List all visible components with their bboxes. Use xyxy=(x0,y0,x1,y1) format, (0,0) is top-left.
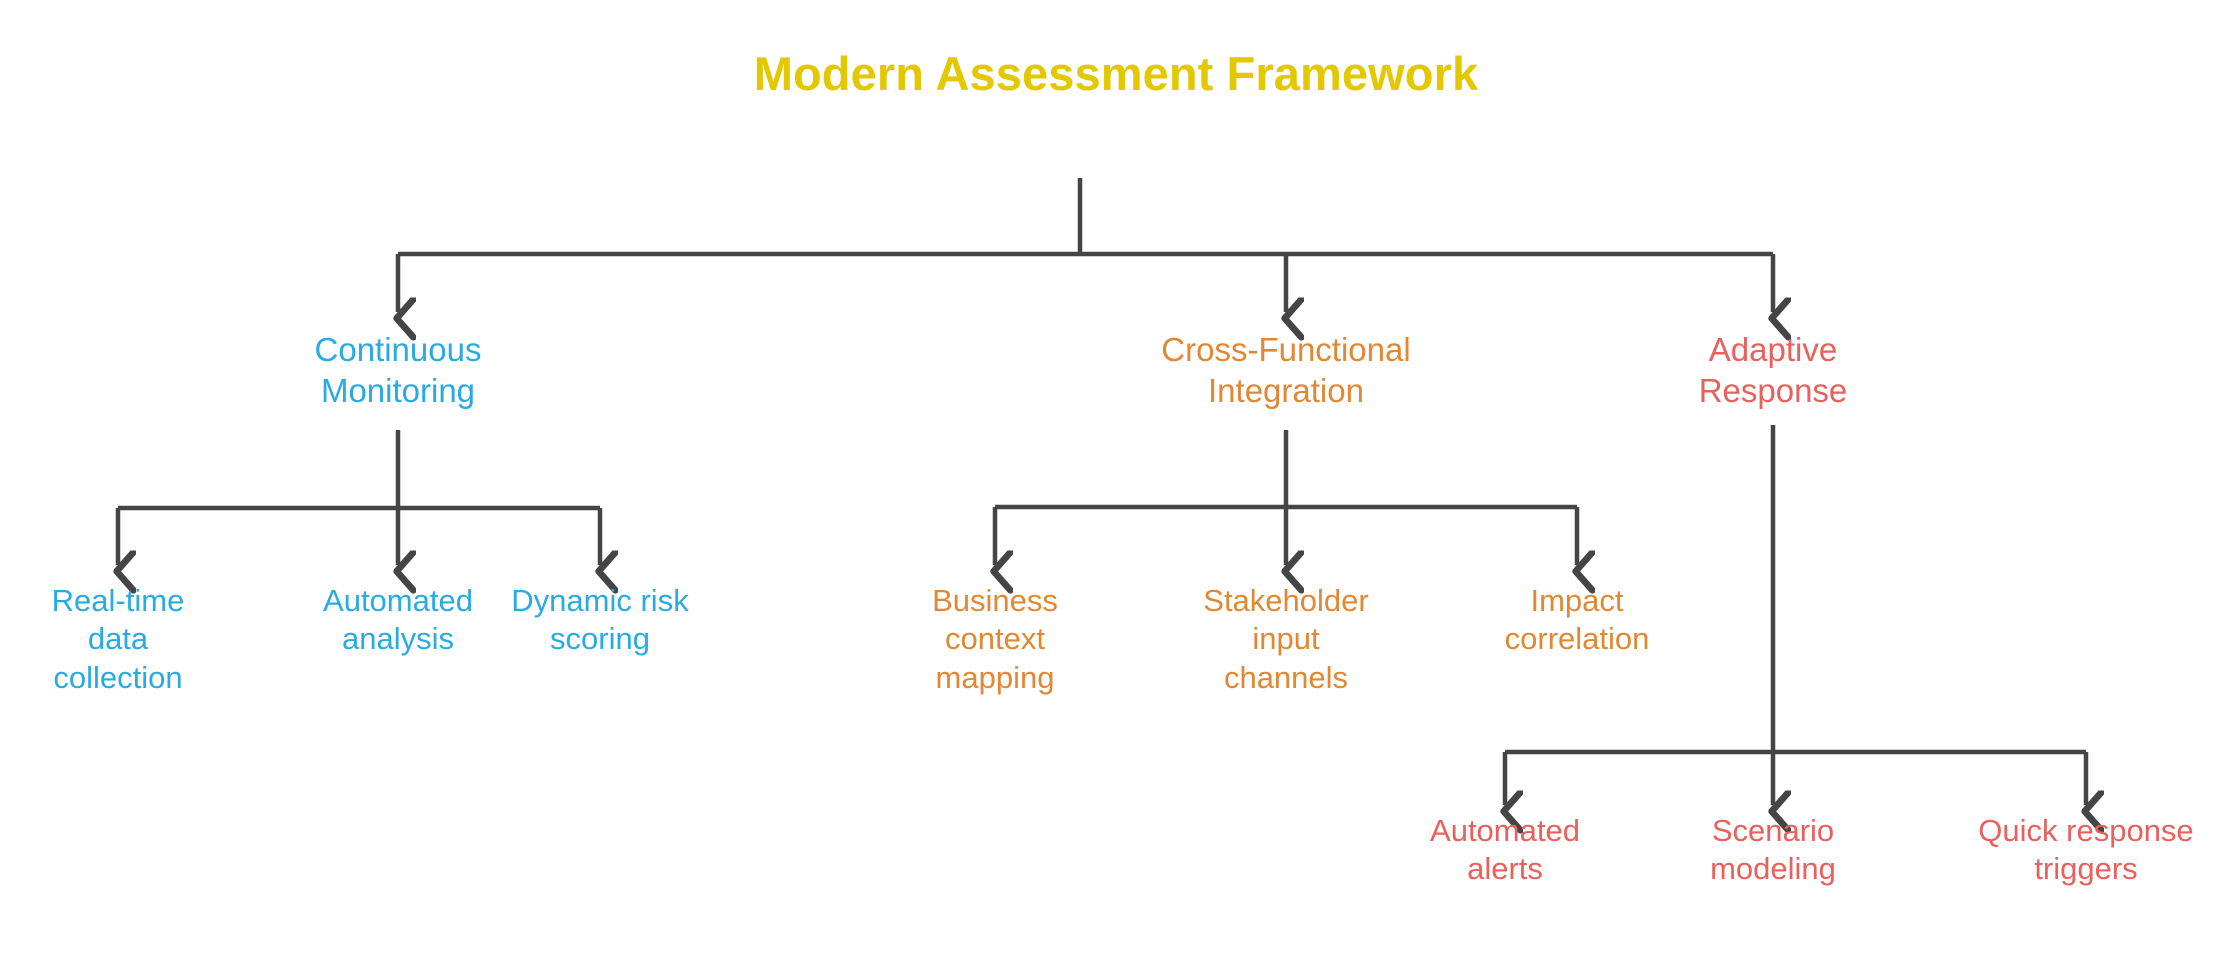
node-stakeholder-input-channels[interactable]: Stakeholder input channels xyxy=(1203,583,1369,695)
node-automated-analysis[interactable]: Automated analysis xyxy=(323,583,473,657)
page-title: Modern Assessment Framework xyxy=(753,47,1479,100)
node-dynamic-risk-scoring[interactable]: Dynamic risk scoring xyxy=(511,583,689,657)
node-real-time-data-collection[interactable]: Real-time data collection xyxy=(51,583,185,695)
node-quick-response-triggers[interactable]: Quick response triggers xyxy=(1978,813,2194,887)
node-adaptive-response[interactable]: Adaptive Response xyxy=(1698,331,1848,409)
node-impact-correlation[interactable]: Impact correlation xyxy=(1504,583,1650,657)
node-continuous-monitoring[interactable]: Continuous Monitoring xyxy=(314,331,482,409)
node-cross-functional-integration[interactable]: Cross-Functional Integration xyxy=(1161,331,1411,409)
node-automated-alerts[interactable]: Automated alerts xyxy=(1430,813,1580,887)
node-scenario-modeling[interactable]: Scenario modeling xyxy=(1710,813,1836,887)
node-business-context-mapping[interactable]: Business context mapping xyxy=(932,583,1058,695)
